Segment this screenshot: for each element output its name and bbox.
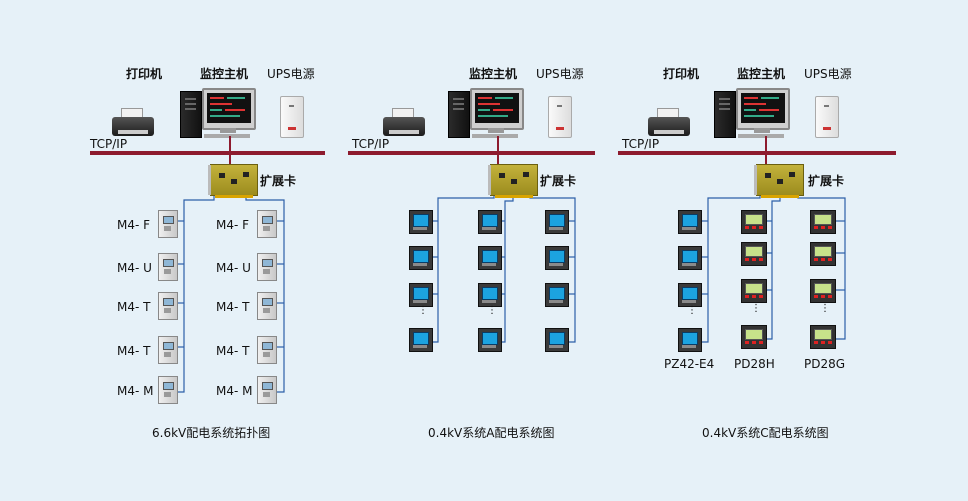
tcpip-bus [348, 151, 595, 155]
more-devices-ellipsis: ⋮ [418, 305, 428, 316]
m4-relay-icon [158, 292, 178, 320]
printer-icon [383, 108, 425, 138]
panel-meter-icon [678, 210, 702, 234]
device-label: M4- T [216, 344, 250, 358]
more-devices-ellipsis: ⋮ [687, 305, 697, 316]
m4-relay-icon [158, 376, 178, 404]
host-label: 监控主机 [737, 67, 786, 81]
pd28g-meter-icon [810, 210, 836, 234]
rs485-wire [245, 195, 285, 393]
host-label: 监控主机 [200, 67, 249, 81]
column-label: PD28H [734, 357, 775, 371]
tcpip-label: TCP/IP [90, 137, 128, 151]
device-label: M4- M [117, 384, 154, 398]
m4-relay-icon [158, 253, 178, 281]
panel-meter-icon [545, 328, 569, 352]
panel-meter-icon [409, 210, 433, 234]
rs485-wire [765, 195, 781, 340]
expansion-card-label: 扩展卡 [540, 174, 577, 188]
device-label: M4- T [216, 300, 250, 314]
rs485-wire [431, 195, 495, 343]
m4-relay-icon [257, 376, 277, 404]
more-devices-ellipsis: ⋮ [487, 305, 497, 316]
tcpip-label: TCP/IP [352, 137, 390, 151]
printer-label: 打印机 [663, 67, 700, 81]
panel-meter-icon [478, 328, 502, 352]
bus-card-link [765, 153, 767, 165]
monitoring-host-icon [714, 88, 790, 138]
rs485-wire [176, 195, 215, 393]
panel-meter-icon [409, 246, 433, 270]
expansion-card-icon [488, 164, 538, 198]
rs485-wire [500, 195, 514, 343]
device-label: M4- U [216, 261, 251, 275]
ups-label: UPS电源 [804, 67, 852, 81]
host-bus-link [765, 136, 767, 153]
expansion-card-label: 扩展卡 [808, 174, 845, 188]
monitoring-host-icon [180, 88, 256, 138]
printer-icon [648, 108, 690, 138]
pd28g-meter-icon [810, 242, 836, 266]
pd28h-meter-icon [741, 325, 767, 349]
m4-relay-icon [257, 292, 277, 320]
tcpip-label: TCP/IP [622, 137, 660, 151]
monitoring-host-icon [448, 88, 524, 138]
printer-label: 打印机 [126, 67, 163, 81]
panel-meter-icon [478, 210, 502, 234]
pd28g-meter-icon [810, 325, 836, 349]
section-a-caption: 6.6kV配电系统拓扑图 [152, 426, 271, 440]
expansion-card-icon [208, 164, 258, 198]
section-c-caption: 0.4kV系统C配电系统图 [702, 426, 829, 440]
device-label: M4- F [216, 218, 250, 232]
rs485-wire [700, 195, 761, 343]
pd28h-meter-icon [741, 279, 767, 303]
panel-meter-icon [409, 283, 433, 307]
panel-meter-icon [478, 246, 502, 270]
m4-relay-icon [257, 253, 277, 281]
column-label: PZ42-E4 [664, 357, 715, 371]
ups-icon [548, 96, 572, 138]
pd28g-meter-icon [810, 279, 836, 303]
tcpip-bus [90, 151, 325, 155]
pd28h-meter-icon [741, 242, 767, 266]
printer-icon [112, 108, 154, 138]
panel-meter-icon [678, 246, 702, 270]
bus-card-link [497, 153, 499, 165]
ups-label: UPS电源 [267, 67, 315, 81]
device-label: M4- T [117, 344, 151, 358]
device-label: M4- U [117, 261, 152, 275]
more-devices-ellipsis: ⋮ [751, 303, 761, 314]
panel-meter-icon [409, 328, 433, 352]
ups-label: UPS电源 [536, 67, 584, 81]
expansion-card-label: 扩展卡 [260, 174, 297, 188]
expansion-card-icon [754, 164, 804, 198]
panel-meter-icon [478, 283, 502, 307]
panel-meter-icon [545, 210, 569, 234]
tcpip-bus [618, 151, 896, 155]
m4-relay-icon [158, 336, 178, 364]
device-label: M4- T [117, 300, 151, 314]
section-b-caption: 0.4kV系统A配电系统图 [428, 426, 555, 440]
column-label: PD28G [804, 357, 846, 371]
device-label: M4- F [117, 218, 151, 232]
ups-icon [280, 96, 304, 138]
more-devices-ellipsis: ⋮ [820, 303, 830, 314]
host-label: 监控主机 [469, 67, 518, 81]
device-label: M4- M [216, 384, 253, 398]
panel-meter-icon [545, 246, 569, 270]
panel-meter-icon [678, 328, 702, 352]
panel-meter-icon [678, 283, 702, 307]
panel-meter-icon [545, 283, 569, 307]
m4-relay-icon [158, 210, 178, 238]
m4-relay-icon [257, 336, 277, 364]
m4-relay-icon [257, 210, 277, 238]
bus-card-link [229, 153, 231, 165]
pd28h-meter-icon [741, 210, 767, 234]
ups-icon [815, 96, 839, 138]
host-bus-link [497, 136, 499, 153]
host-bus-link [229, 136, 231, 153]
